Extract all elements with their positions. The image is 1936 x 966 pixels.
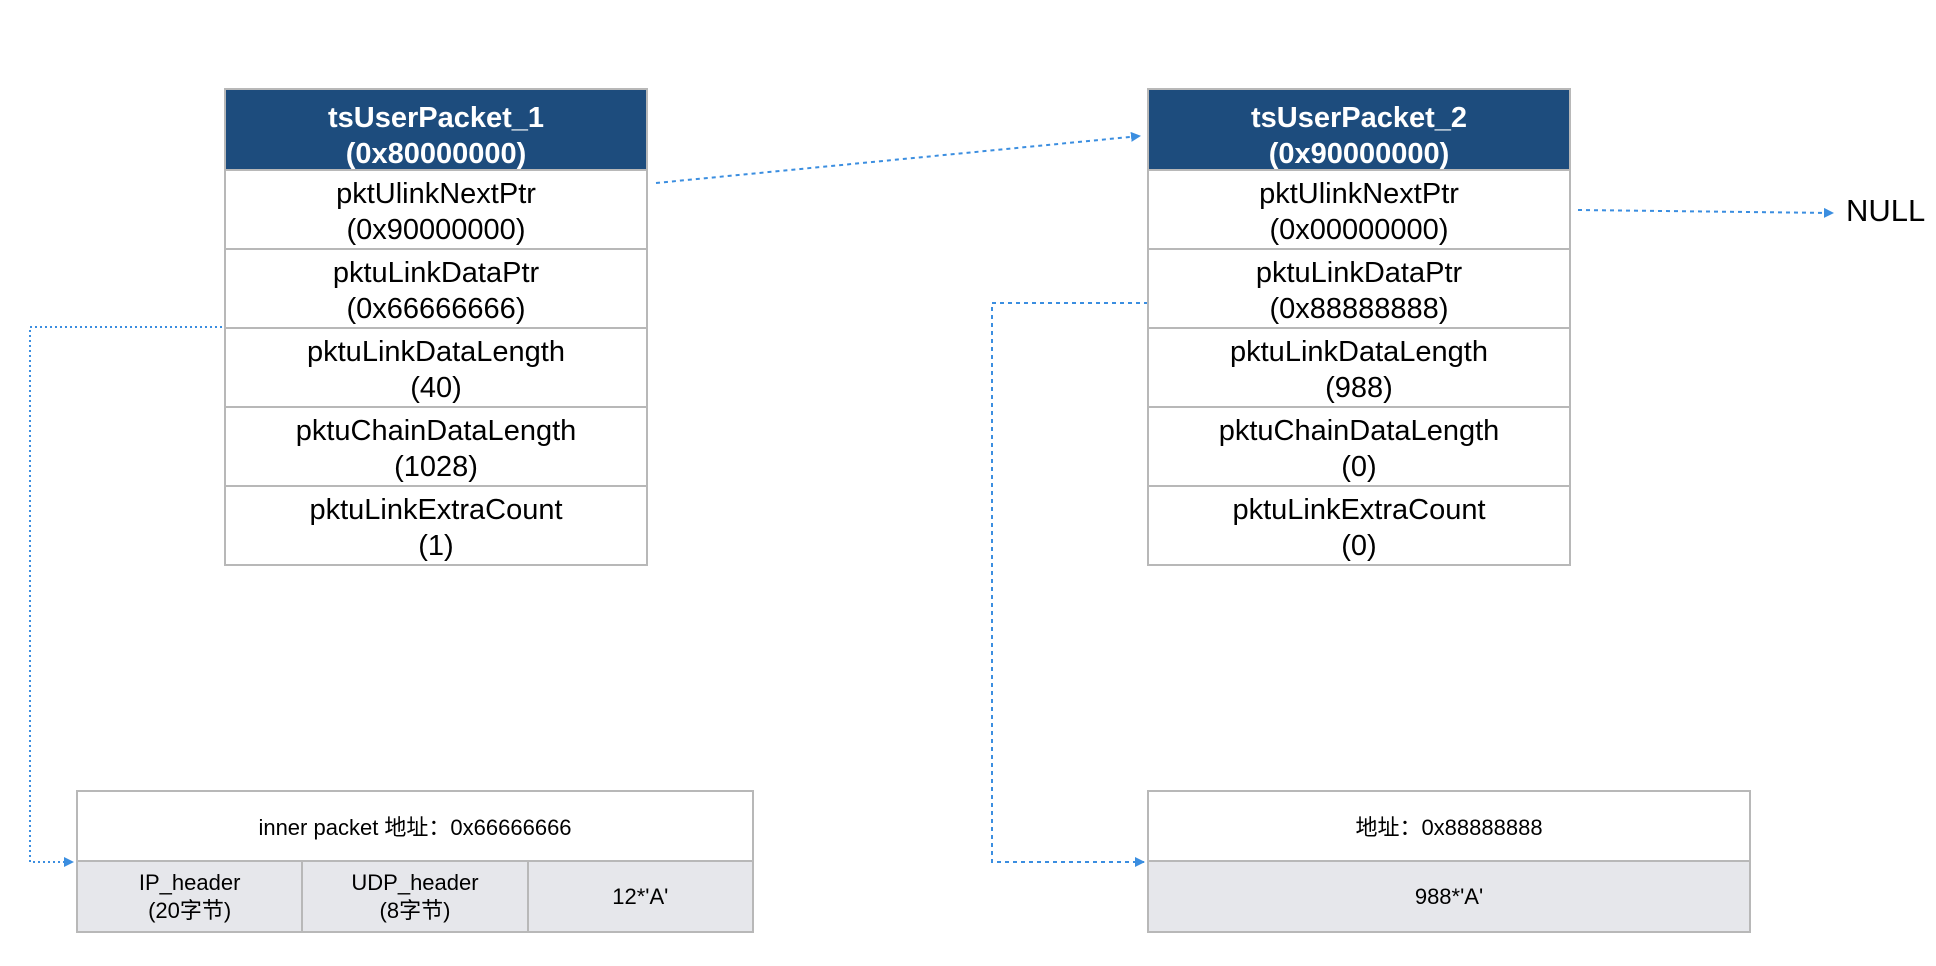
inner-packet-buffer: inner packet 地址：0x66666666 IP_header (20… [76, 790, 754, 933]
null-label: NULL [1846, 193, 1926, 228]
next-ptr-arrow-1 [655, 131, 1141, 184]
cell-size: (20字节) [148, 897, 232, 923]
field-value: (1) [418, 530, 454, 562]
packet-name: tsUserPacket_1 [327, 102, 545, 134]
buffer-row: 988*'A' [1149, 862, 1749, 931]
field-extra-count: pktuLinkExtraCount (0) [1149, 485, 1569, 564]
data-buffer-2: 地址：0x88888888 988*'A' [1147, 790, 1751, 933]
packet-address: (0x90000000) [1268, 138, 1450, 169]
field-value: (1028) [394, 451, 478, 483]
ip-header-cell: IP_header (20字节) [78, 862, 304, 931]
field-name: pktuLinkDataLength [307, 336, 565, 368]
packet-struct-2: tsUserPacket_2 (0x90000000) pktUlinkNext… [1147, 88, 1571, 566]
data-ptr-arrow-2 [991, 302, 1148, 867]
field-chain-data-length: pktuChainDataLength (1028) [226, 406, 646, 485]
packet-header: tsUserPacket_2 (0x90000000) [1149, 90, 1569, 169]
cell-label: 988*'A' [1414, 883, 1484, 909]
cell-label: UDP_header [351, 869, 479, 895]
field-name: pktuLinkDataLength [1230, 336, 1488, 368]
field-value: (0x66666666) [346, 293, 526, 325]
field-name: pktuChainDataLength [1218, 415, 1500, 447]
packet-struct-1: tsUserPacket_1 (0x80000000) pktUlinkNext… [224, 88, 648, 566]
cell-size: (8字节) [379, 897, 451, 923]
field-data-length: pktuLinkDataLength (40) [226, 327, 646, 406]
field-next-ptr: pktUlinkNextPtr (0x90000000) [226, 169, 646, 248]
buffer-row: IP_header (20字节) UDP_header (8字节) 12*'A' [78, 862, 752, 931]
field-extra-count: pktuLinkExtraCount (1) [226, 485, 646, 564]
udp-header-cell: UDP_header (8字节) [303, 862, 529, 931]
packet-address: (0x80000000) [345, 138, 527, 169]
field-value: (0) [1341, 530, 1377, 562]
cell-label: IP_header [138, 869, 241, 895]
field-name: pktuChainDataLength [295, 415, 577, 447]
packet-name: tsUserPacket_2 [1250, 102, 1468, 134]
cell-label: 12*'A' [612, 883, 669, 909]
field-name: pktuLinkDataPtr [332, 257, 540, 289]
field-data-length: pktuLinkDataLength (988) [1149, 327, 1569, 406]
data-ptr-arrow-1 [29, 326, 222, 867]
field-value: (0) [1341, 451, 1377, 483]
field-name: pktuLinkDataPtr [1255, 257, 1463, 289]
field-value: (0x00000000) [1269, 214, 1449, 246]
field-value: (0x90000000) [346, 214, 526, 246]
packet-header: tsUserPacket_1 (0x80000000) [226, 90, 646, 169]
field-name: pktuLinkExtraCount [309, 494, 563, 526]
field-name: pktUlinkNextPtr [336, 178, 536, 210]
field-name: pktUlinkNextPtr [1259, 178, 1459, 210]
buffer-title: inner packet 地址：0x66666666 [78, 792, 752, 862]
field-chain-data-length: pktuChainDataLength (0) [1149, 406, 1569, 485]
field-value: (40) [410, 372, 462, 404]
next-ptr-arrow-2 [1577, 207, 1834, 218]
field-data-ptr: pktuLinkDataPtr (0x88888888) [1149, 248, 1569, 327]
field-data-ptr: pktuLinkDataPtr (0x66666666) [226, 248, 646, 327]
field-next-ptr: pktUlinkNextPtr (0x00000000) [1149, 169, 1569, 248]
field-name: pktuLinkExtraCount [1232, 494, 1486, 526]
buffer-title: 地址：0x88888888 [1149, 792, 1749, 862]
payload-cell: 988*'A' [1149, 862, 1749, 931]
field-value: (0x88888888) [1269, 293, 1449, 325]
field-value: (988) [1325, 372, 1393, 404]
payload-cell: 12*'A' [529, 862, 752, 931]
